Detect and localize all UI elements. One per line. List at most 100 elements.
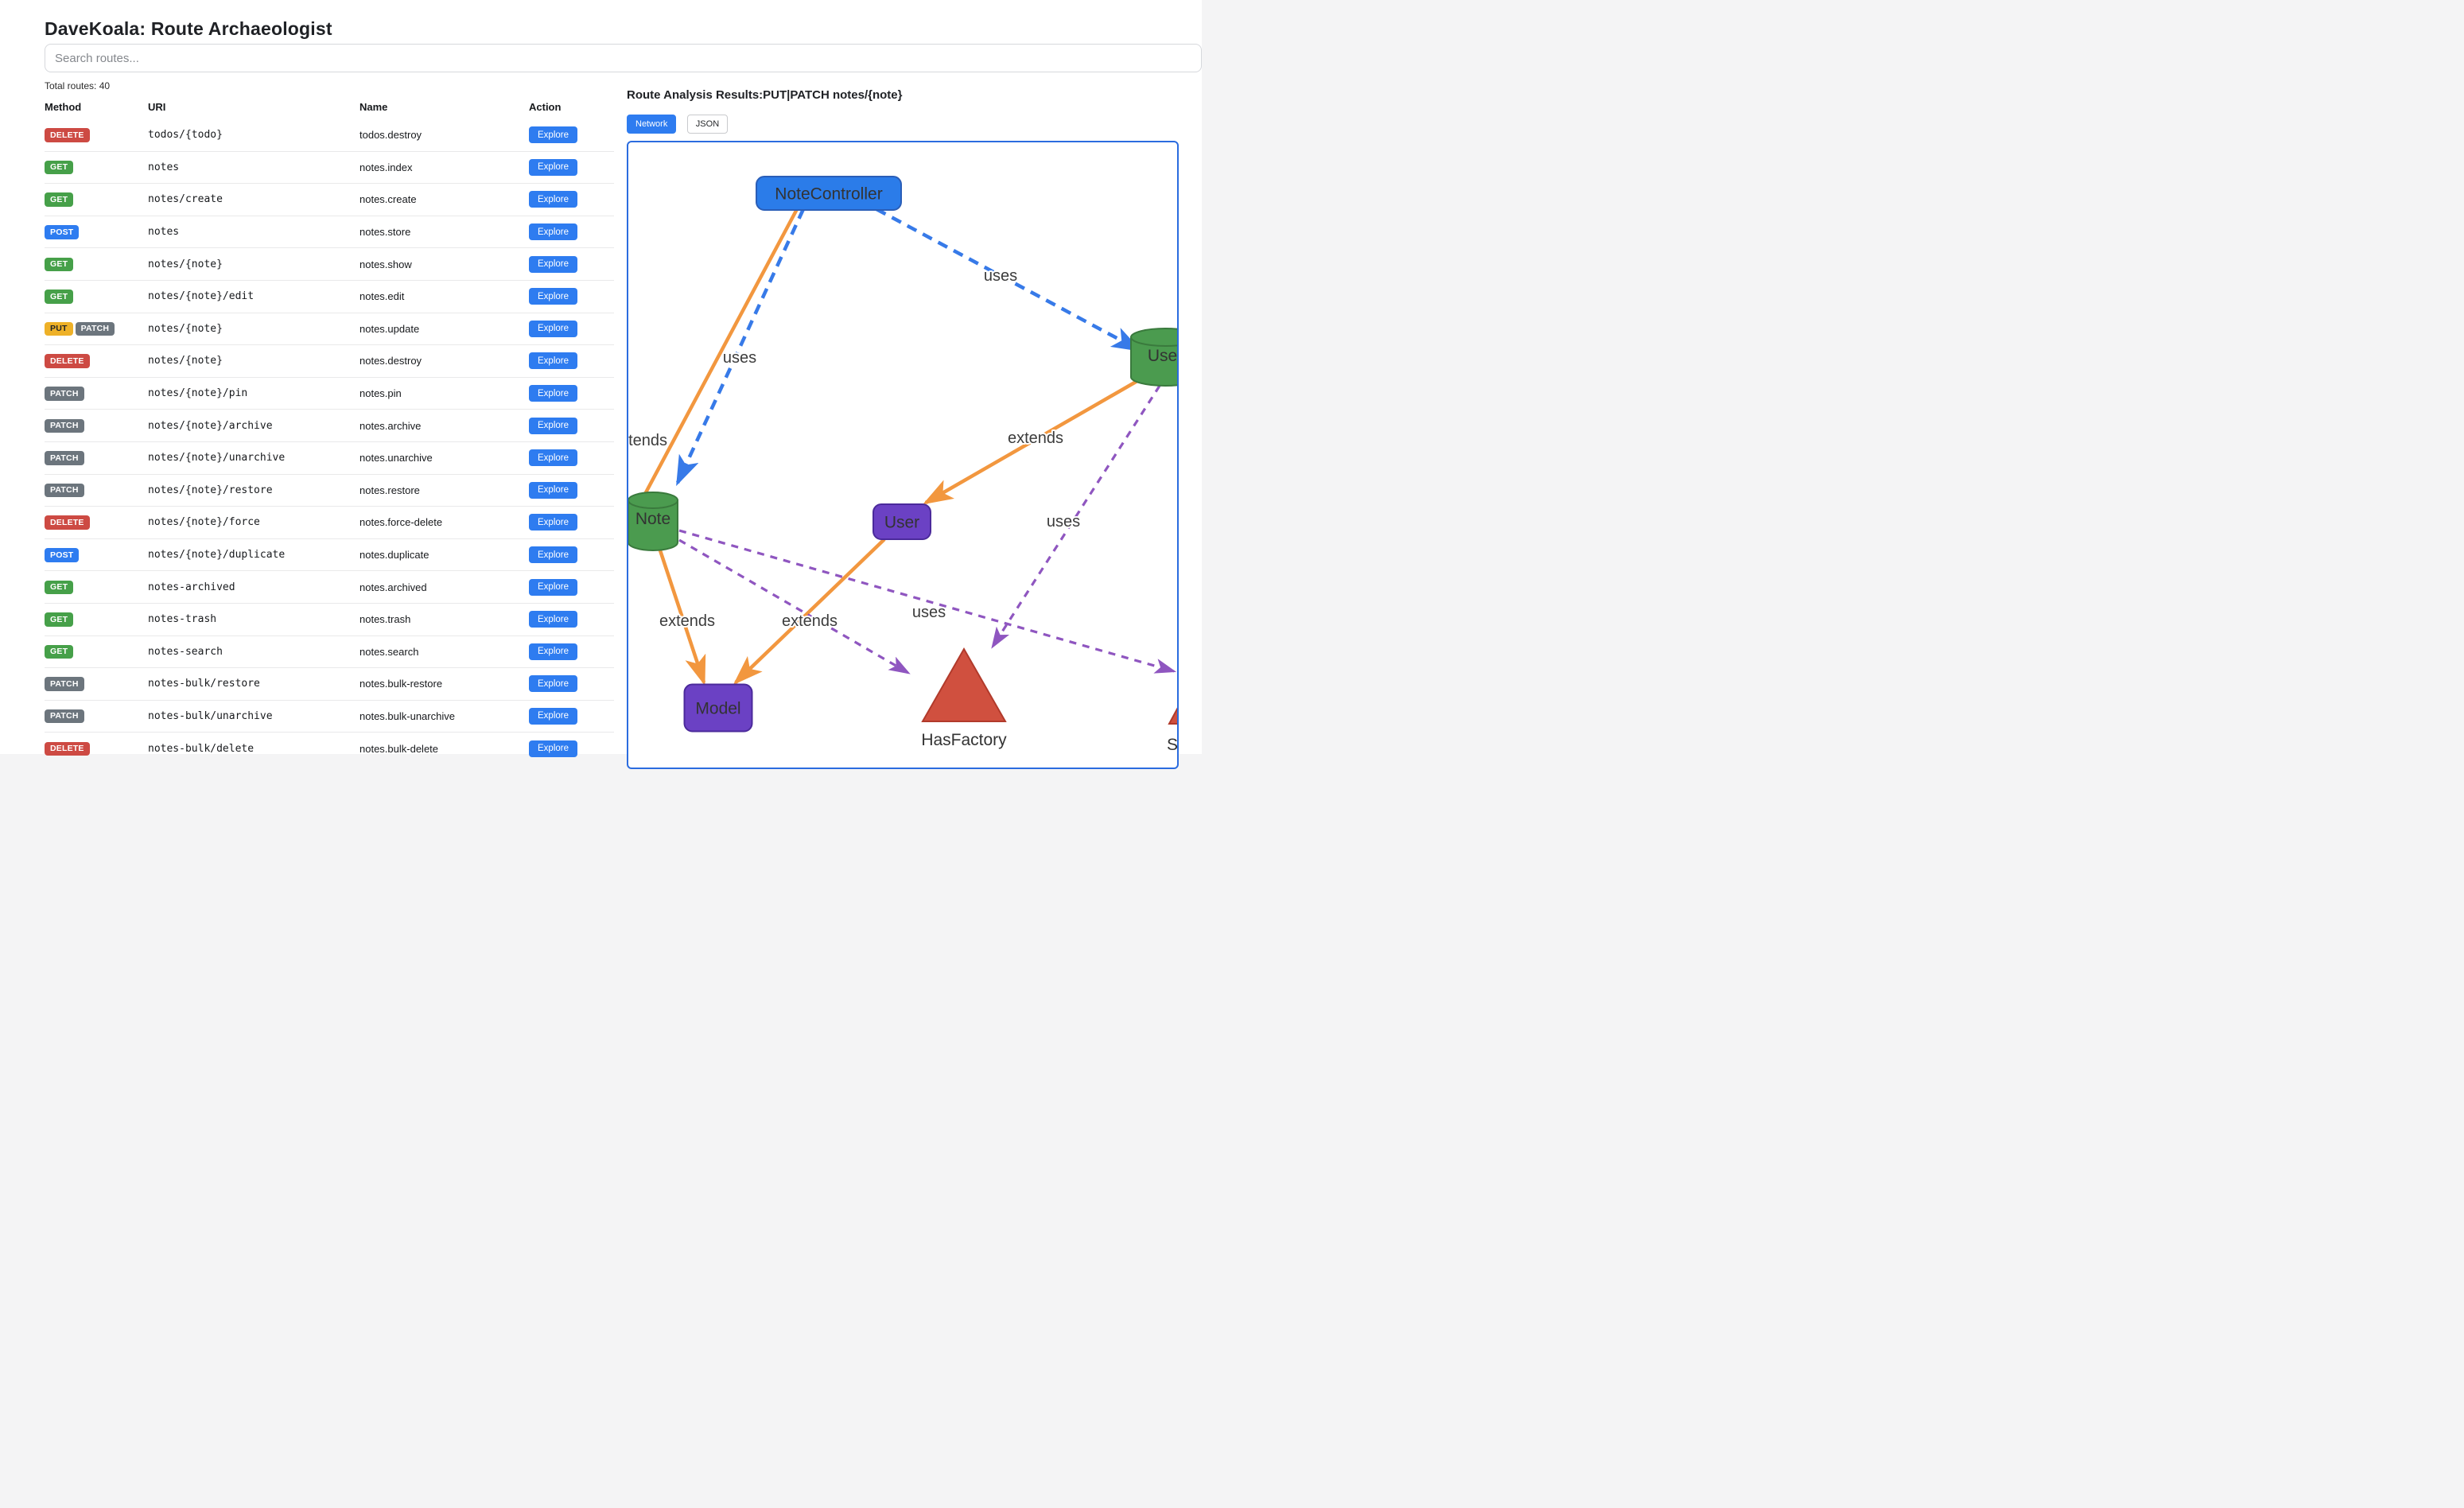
route-action-cell: Explore bbox=[529, 279, 614, 313]
explore-button[interactable]: Explore bbox=[529, 126, 577, 144]
edge-extends-User-base-Model bbox=[733, 538, 886, 686]
explore-button[interactable]: Explore bbox=[529, 288, 577, 305]
explore-button[interactable]: Explore bbox=[529, 546, 577, 564]
explore-button[interactable]: Explore bbox=[529, 707, 577, 725]
route-uri: notes/{note} bbox=[148, 344, 359, 378]
explore-button[interactable]: Explore bbox=[529, 158, 577, 176]
edge-extends-User-model-User-base bbox=[923, 379, 1139, 505]
method-badge-get: GET bbox=[45, 644, 74, 659]
explore-button[interactable]: Explore bbox=[529, 578, 577, 596]
edge-uses-NoteController-Note bbox=[675, 208, 806, 487]
route-action-cell: Explore bbox=[529, 538, 614, 571]
network-diagram-canvas[interactable]: usesusesextendsextendsextendsextendsuses… bbox=[628, 142, 1177, 768]
route-method-cell: PATCH bbox=[45, 667, 148, 701]
route-method-cell: DELETE bbox=[45, 119, 148, 151]
node-User-base[interactable] bbox=[873, 503, 931, 540]
explore-button[interactable]: Explore bbox=[529, 320, 577, 337]
node-User-model[interactable] bbox=[1130, 336, 1177, 387]
explore-button[interactable]: Explore bbox=[529, 611, 577, 628]
analysis-results-title: Route Analysis Results:PUT|PATCH notes/{… bbox=[627, 88, 903, 102]
route-name: notes.archive bbox=[359, 409, 529, 442]
node-HasFactory[interactable] bbox=[921, 647, 1007, 722]
search-input[interactable] bbox=[45, 44, 1202, 72]
route-method-cell: GET bbox=[45, 247, 148, 281]
explore-button[interactable]: Explore bbox=[529, 255, 577, 273]
routes-table-header-row: Method URI Name Action bbox=[45, 96, 614, 119]
route-name: notes.bulk-delete bbox=[359, 732, 529, 764]
route-method-cell: GET bbox=[45, 570, 148, 604]
method-badge-get: GET bbox=[45, 580, 74, 595]
route-uri: notes bbox=[148, 215, 359, 248]
edge-uses-NoteController-User-model bbox=[875, 208, 1142, 352]
route-name: notes.index bbox=[359, 150, 529, 184]
route-name: notes.create bbox=[359, 183, 529, 216]
route-uri: notes bbox=[148, 150, 359, 184]
route-uri: notes-bulk/restore bbox=[148, 667, 359, 701]
route-action-cell: Explore bbox=[529, 150, 614, 184]
route-method-cell: GET bbox=[45, 150, 148, 184]
route-method-cell: PATCH bbox=[45, 473, 148, 507]
explore-button[interactable]: Explore bbox=[529, 481, 577, 499]
node-NoteController[interactable] bbox=[756, 176, 902, 211]
explore-button[interactable]: Explore bbox=[529, 643, 577, 660]
route-action-cell: Explore bbox=[529, 570, 614, 604]
edge-extends-Note-Model bbox=[658, 550, 706, 686]
route-action-cell: Explore bbox=[529, 247, 614, 281]
explore-button[interactable]: Explore bbox=[529, 352, 577, 370]
column-header-method: Method bbox=[45, 101, 82, 113]
tab-json[interactable]: JSON bbox=[686, 115, 729, 134]
route-action-cell: Explore bbox=[529, 119, 614, 151]
explore-button[interactable]: Explore bbox=[529, 417, 577, 434]
route-name: notes.trash bbox=[359, 602, 529, 635]
route-method-cell: PATCH bbox=[45, 441, 148, 475]
node-label-Note: Note bbox=[635, 510, 670, 528]
method-badge-get: GET bbox=[45, 290, 74, 304]
node-label-SoftDeletes: SoftDeletes bbox=[1167, 736, 1177, 754]
page-container: DaveKoala: Route Archaeologist Total rou… bbox=[0, 0, 1202, 769]
node-SoftDeletes[interactable] bbox=[1168, 684, 1177, 725]
explore-button[interactable]: Explore bbox=[529, 740, 577, 757]
explore-button[interactable]: Explore bbox=[529, 449, 577, 467]
method-badge-delete: DELETE bbox=[45, 354, 90, 368]
page-title: DaveKoala: Route Archaeologist bbox=[45, 18, 332, 40]
route-uri: notes-trash bbox=[148, 602, 359, 635]
node-label-User-base: User bbox=[884, 514, 919, 532]
edge-label-extends: extends bbox=[1008, 429, 1063, 447]
route-action-cell: Explore bbox=[529, 215, 614, 248]
explore-button[interactable]: Explore bbox=[529, 514, 577, 531]
route-method-cell: PATCH bbox=[45, 376, 148, 410]
route-action-cell: Explore bbox=[529, 344, 614, 378]
tab-network[interactable]: Network bbox=[627, 115, 677, 134]
method-badge-put: PUT bbox=[45, 321, 73, 336]
explore-button[interactable]: Explore bbox=[529, 675, 577, 693]
route-uri: notes-bulk/delete bbox=[148, 732, 359, 764]
explore-button[interactable]: Explore bbox=[529, 191, 577, 208]
route-name: notes.duplicate bbox=[359, 538, 529, 571]
edge-uses-Note-HasFactory bbox=[678, 538, 911, 674]
node-Model[interactable] bbox=[683, 683, 753, 733]
method-badge-delete: DELETE bbox=[45, 515, 90, 530]
network-diagram-panel[interactable]: usesusesextendsextendsextendsextendsuses… bbox=[627, 141, 1179, 769]
explore-button[interactable]: Explore bbox=[529, 385, 577, 402]
edge-label-uses: uses bbox=[984, 267, 1017, 285]
node-Note[interactable] bbox=[628, 499, 678, 551]
route-name: notes.archived bbox=[359, 570, 529, 604]
column-header-uri: URI bbox=[148, 101, 166, 113]
route-uri: notes/{note}/archive bbox=[148, 409, 359, 442]
explore-button[interactable]: Explore bbox=[529, 223, 577, 241]
route-method-cell: GET bbox=[45, 602, 148, 635]
route-action-cell: Explore bbox=[529, 506, 614, 539]
route-action-cell: Explore bbox=[529, 376, 614, 410]
method-badge-delete: DELETE bbox=[45, 128, 90, 142]
